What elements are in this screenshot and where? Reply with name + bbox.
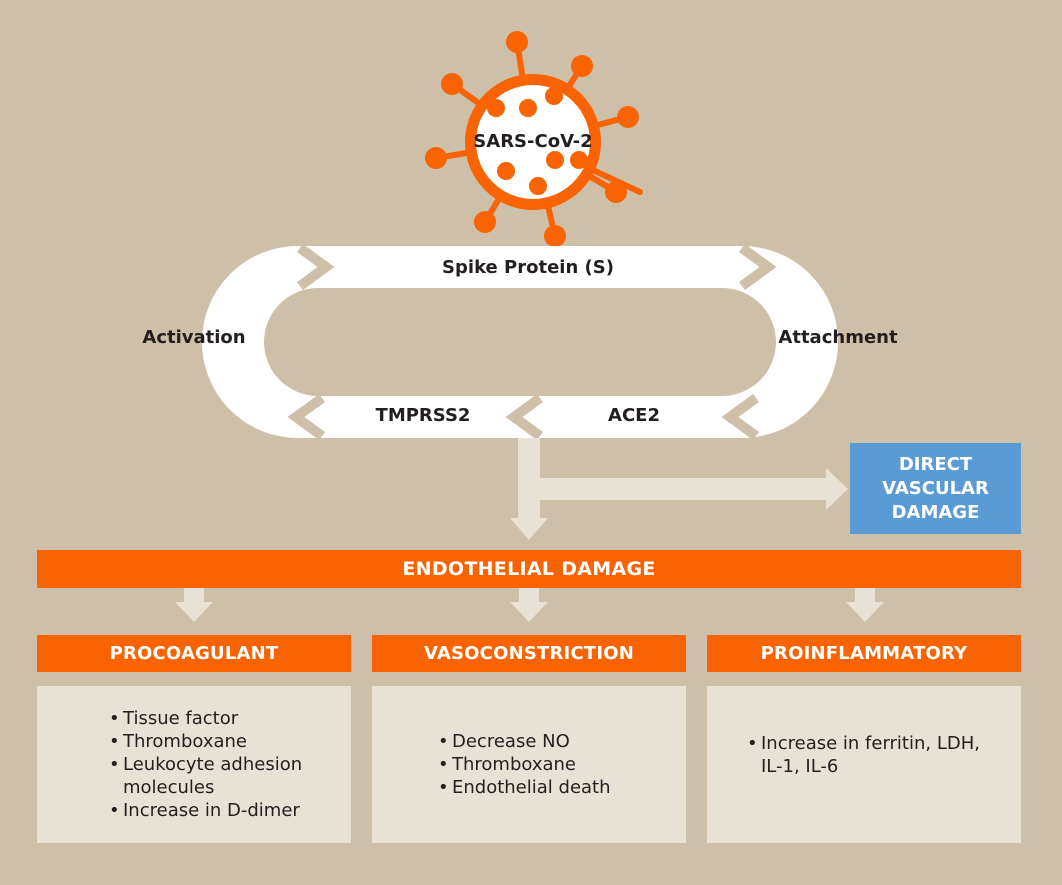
list-item: Endothelial death [438, 776, 666, 799]
chevron-left-icon [721, 393, 759, 441]
arrow-down-icon [846, 588, 884, 622]
ace2-label: ACE2 [608, 405, 660, 426]
procoagulant-list: Tissue factor Thromboxane Leukocyte adhe… [37, 686, 351, 843]
chevron-left-icon [287, 393, 325, 441]
vasoconstriction-title: VASOCONSTRICTION [423, 643, 635, 664]
direct-vascular-line1: DIRECT [898, 453, 973, 475]
list-item: Thromboxane [438, 753, 666, 776]
vasoconstriction-list: Decrease NO Thromboxane Endothelial deat… [372, 686, 686, 843]
arrow-down-icon [175, 588, 213, 622]
list-item: Decrease NO [438, 730, 666, 753]
vasoconstriction-header: VASOCONSTRICTION [372, 635, 686, 672]
cycle-ring [202, 243, 838, 441]
list-item: Increase in D-dimer [109, 799, 331, 822]
arrow-branch-icon [510, 438, 848, 540]
chevron-right-icon [297, 243, 335, 291]
endothelial-damage-bar: ENDOTHELIAL DAMAGE [37, 550, 1021, 588]
list-item: Thromboxane [109, 730, 331, 753]
proinflammatory-list: Increase in ferritin, LDH, IL-1, IL-6 [707, 686, 1021, 843]
procoagulant-title: PROCOAGULANT [109, 643, 279, 664]
list-item: Leukocyte adhesion molecules [109, 753, 331, 799]
flow-arrows [175, 438, 884, 622]
attachment-label: Attachment [778, 327, 898, 348]
spike-protein-label: Spike Protein (S) [442, 257, 614, 278]
direct-vascular-line3: DAMAGE [891, 501, 980, 523]
direct-vascular-line2: VASCULAR [882, 477, 989, 499]
list-item: Tissue factor [109, 707, 331, 730]
chevron-left-icon [505, 393, 543, 441]
virus-label: SARS-CoV-2 [473, 131, 592, 152]
activation-label: Activation [142, 327, 245, 348]
proinflammatory-header: PROINFLAMMATORY [707, 635, 1021, 672]
tmprss2-label: TMPRSS2 [376, 405, 471, 426]
chevron-right-icon [739, 243, 777, 291]
procoagulant-header: PROCOAGULANT [37, 635, 351, 672]
list-item: Increase in ferritin, LDH, IL-1, IL-6 [747, 732, 1001, 778]
virus-icon [425, 31, 643, 247]
arrow-down-icon [510, 588, 548, 622]
direct-vascular-damage-box: DIRECT VASCULAR DAMAGE [850, 443, 1021, 534]
proinflammatory-title: PROINFLAMMATORY [760, 643, 968, 664]
endothelial-damage-label: ENDOTHELIAL DAMAGE [402, 558, 656, 580]
